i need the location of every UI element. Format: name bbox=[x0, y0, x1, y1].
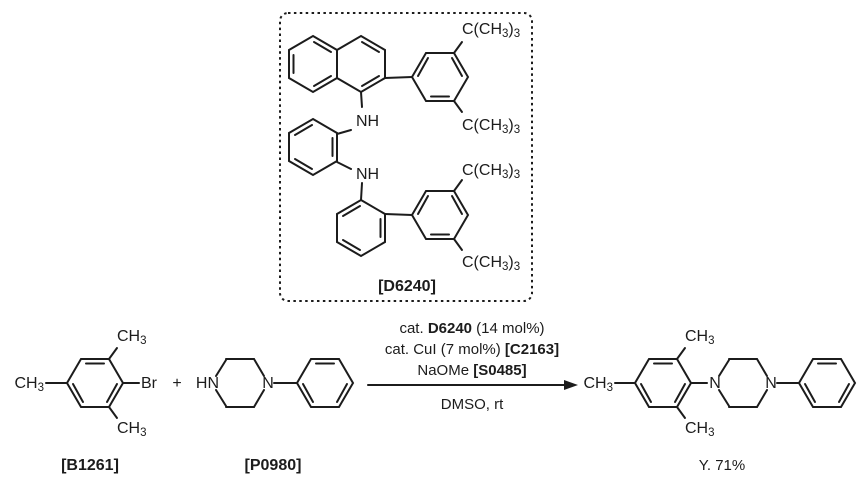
naphthalene-ring bbox=[288, 34, 386, 94]
n-label-reactant: N bbox=[262, 375, 274, 392]
conditions-line-3: NaOMe [S0485] bbox=[417, 362, 526, 379]
diamine-linker bbox=[336, 91, 363, 201]
yield-label: Y. 71% bbox=[699, 457, 745, 474]
tert-butyl-label-1: C(CH3)3 bbox=[462, 21, 520, 40]
reactant2-id-label: [P0980] bbox=[245, 457, 302, 474]
conditions-line-1: cat. D6240 (14 mol%) bbox=[399, 320, 544, 337]
catalyst-id-label: [D6240] bbox=[378, 278, 436, 295]
n-label-product-1: N bbox=[709, 375, 721, 392]
catalyst-structure: NH NH C(CH3)3 C(CH3)3 C(CH3)3 C(CH3)3 [D… bbox=[288, 21, 520, 295]
methyl-label-product-left: CH3 bbox=[583, 375, 613, 394]
nh-label-bottom: NH bbox=[356, 166, 379, 183]
reaction-arrow-head bbox=[564, 380, 578, 390]
methyl-label-top: CH3 bbox=[117, 328, 147, 347]
aryl-ring-upper bbox=[384, 41, 470, 113]
aryl-ring-lower bbox=[384, 179, 470, 251]
reactant1-id-label: [B1261] bbox=[61, 457, 119, 474]
methyl-label-product-top: CH3 bbox=[685, 328, 715, 347]
solvent-label: DMSO, rt bbox=[441, 396, 504, 413]
methyl-label-bottom: CH3 bbox=[117, 420, 147, 439]
bromine-label: Br bbox=[141, 375, 158, 392]
catalyst-dashed-border bbox=[279, 12, 533, 302]
n-label-product-2: N bbox=[765, 375, 777, 392]
product-structure: CH3 CH3 CH3 N N Y. 71% bbox=[583, 328, 857, 474]
hn-label: HN bbox=[196, 375, 219, 392]
tert-butyl-label-3: C(CH3)3 bbox=[462, 162, 520, 181]
central-benzene-ring bbox=[288, 117, 338, 177]
reactant2-structure: HN N [P0980] bbox=[196, 358, 355, 474]
plus-sign: + bbox=[172, 375, 181, 392]
nh-label-top: NH bbox=[356, 113, 379, 130]
lower-benzene-ring bbox=[336, 198, 386, 258]
tert-butyl-label-4: C(CH3)3 bbox=[462, 254, 520, 273]
tert-butyl-label-2: C(CH3)3 bbox=[462, 117, 520, 136]
methyl-label-product-bottom: CH3 bbox=[685, 420, 715, 439]
reaction-arrow bbox=[367, 380, 578, 390]
methyl-label-left: CH3 bbox=[14, 375, 44, 394]
conditions-line-2: cat. CuI (7 mol%) [C2163] bbox=[385, 341, 559, 358]
reactant1-structure: CH3 CH3 CH3 Br [B1261] bbox=[14, 328, 157, 474]
